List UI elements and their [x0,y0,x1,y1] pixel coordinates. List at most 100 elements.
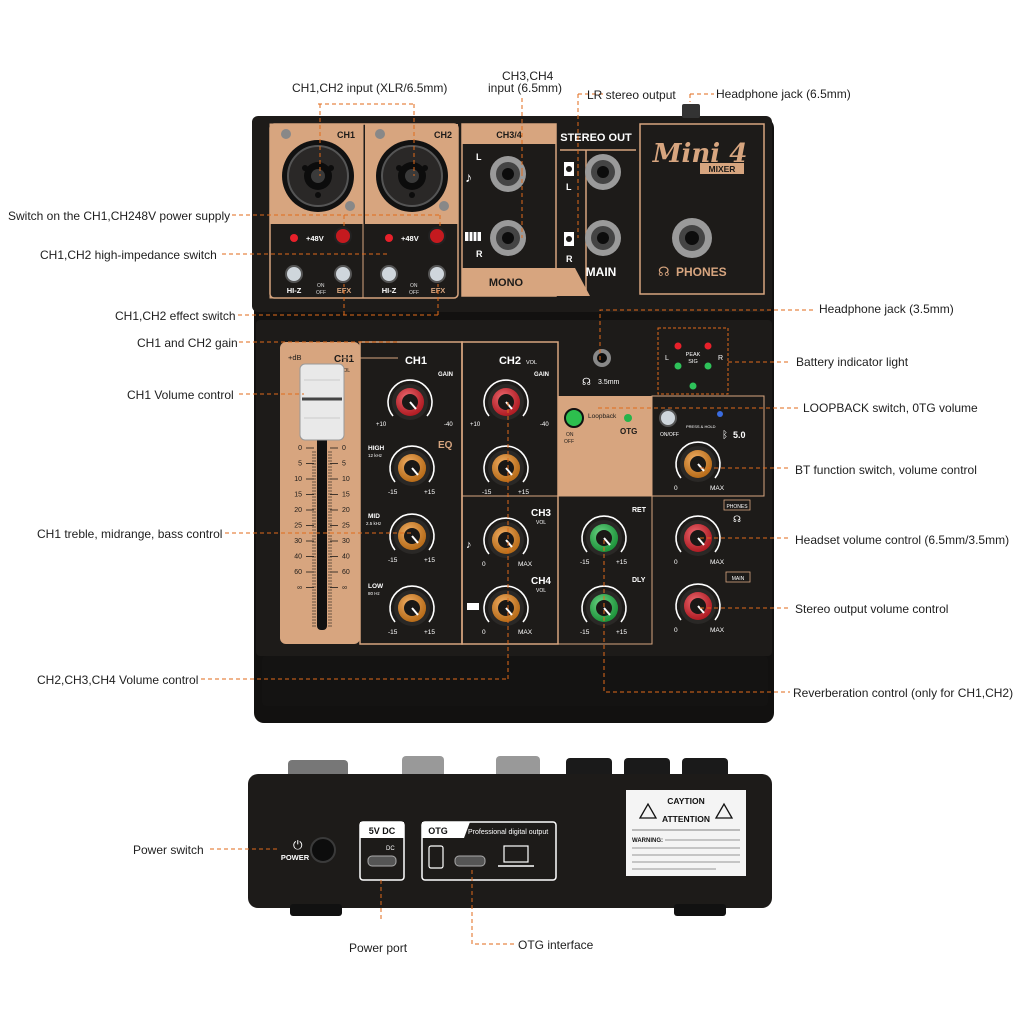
otg-led [624,414,632,422]
fader-scale-left-8: 60 [294,569,302,576]
fader-scale-right-4: 20 [342,507,350,514]
mixer-rear-view: ⏻ POWER 5V DC DC OTG Professional digita… [248,756,772,916]
callout-phantom: Switch on the CH1,CH248V power supply [8,209,231,223]
ch4-jack[interactable] [490,220,526,256]
ch1-efx-button[interactable] [334,265,352,283]
power-port[interactable] [367,855,397,867]
headphones-small-icon: ☊ [582,377,591,388]
otg-desc-label: Professional digital output [468,829,548,836]
main-l-jack[interactable] [585,154,621,190]
battery-led-1 [674,342,682,350]
ch2-volume-knob-max-label: +15 [518,489,529,496]
fader-scale-right-2: 10 [342,476,350,483]
ch2-volume-knob[interactable] [483,445,529,486]
ch1-48v-switch[interactable] [334,227,352,245]
ret-knob[interactable] [581,515,627,556]
ch1-low-knob[interactable] [389,585,435,626]
ch1-volume-fader[interactable] [299,363,345,441]
ch1-mid-knob[interactable] [389,513,435,554]
ret-knob-min-label: -15 [580,559,590,566]
phones-volume-knob[interactable] [675,515,721,556]
fader-scale-left-1: 5 [298,461,302,468]
fader-scale-left-5: 25 [294,523,302,530]
ch2-combo-jack[interactable] [376,140,448,212]
ch1-efx-off-label: OFF [316,290,326,296]
bt-version-label: 5.0 [733,430,746,440]
callout-gain: CH1 and CH2 gain [137,336,238,350]
bt-onoff-button[interactable] [659,409,677,427]
stereo-out-label: STEREO OUT [560,132,632,144]
bt-led [717,411,723,417]
ch3-volume-knob-min-label: 0 [482,561,486,568]
otg-port[interactable] [454,855,486,867]
dly-knob[interactable] [581,585,627,626]
ch2-efx-button[interactable] [428,265,446,283]
ch3-jack[interactable] [490,156,526,192]
ch1-strip-label: CH1 [405,355,427,367]
ch1-combo-jack[interactable] [282,140,354,212]
ch2-hiz-button[interactable] [380,265,398,283]
bluetooth-icon: ᛒ [722,430,728,441]
ch1-low-knob-max-label: +15 [424,629,435,636]
ch1-gain-max: -40 [444,422,453,428]
knob-group: -15+15-15+15-15+150MAX-15+150MAX0MAX-15+… [387,379,725,636]
fader-scale-right-9: ∞ [342,585,347,592]
bt-volume-knob-min-label: 0 [674,485,678,492]
attention-title: ATTENTION [662,814,710,824]
main-r-jack[interactable] [585,220,621,256]
ch34-r-label: R [476,249,483,259]
ch1-header-label: CH1 [337,130,355,140]
callout-ch234: CH2,CH3,CH4 Volume control [37,673,199,687]
bt-press-label: PRESS & HOLD [686,424,716,429]
main-out-label: MAIN [586,265,617,279]
guitar-icon: ♪ [465,169,472,185]
ch1-efx-on-label: ON [317,283,325,289]
callout-ch34-input-line2: input (6.5mm) [488,81,563,95]
peak-label: PEAK [686,352,701,358]
callout-headset: Headset volume control (6.5mm/3.5mm) [795,533,1010,547]
callout-ch12-input: CH1,CH2 input (XLR/6.5mm) [292,81,448,95]
ch1-hiz-button[interactable] [285,265,303,283]
phones-35-jack[interactable] [593,349,611,367]
loopback-label: Loopback [588,413,617,420]
ch2-gain-knob[interactable] [483,379,529,420]
ch1-high-knob-min-label: -15 [388,489,398,496]
keyboard-icon [465,232,481,241]
phones-65-jack[interactable] [672,218,712,258]
phones-headphones-icon: ☊ [733,514,741,524]
low-freq-label: 80 Hz [368,591,381,596]
ch4-volume-knob[interactable] [483,585,529,626]
fader-scale-right-6: 30 [342,538,350,545]
battery-led-4 [704,362,712,370]
ch2-efx-off-label: OFF [409,290,419,296]
ch4-strip-label: CH4 [531,576,551,587]
main-volume-knob[interactable] [675,583,721,624]
power-icon: ⏻ [293,838,303,852]
battery-led-2 [704,342,712,350]
ch4-volume-knob-min-label: 0 [482,629,486,636]
ch1-gain-knob[interactable] [387,379,433,420]
fader-scale-left-4: 20 [294,507,302,514]
loopback-switch[interactable] [564,408,584,428]
warning-title: WARNING: [632,838,663,844]
fader-scale-right-0: 0 [342,445,346,452]
mixer-top-view: CH1 CH2 +48V +48V [252,104,774,723]
eq-label: EQ [438,440,453,451]
ch3-guitar-icon: ♪ [466,539,472,551]
ch2-gain-label: GAIN [534,372,549,378]
otg-title-label: OTG [428,826,448,836]
ch2-48v-switch[interactable] [428,227,446,245]
power-switch[interactable] [310,837,336,863]
dc-title-label: 5V DC [369,826,396,836]
ch1-high-knob[interactable] [389,445,435,486]
mono-label: MONO [489,277,524,289]
ch1-48v-label: +48V [306,234,324,243]
battery-led-3 [674,362,682,370]
ch2-gain-min: +10 [470,422,481,428]
headphones-icon: ☊ [658,264,670,279]
caution-title: CAYTION [667,796,704,806]
loopback-off-label: OFF [564,439,574,445]
ch3-volume-knob[interactable] [483,517,529,558]
dc-label: DC [386,846,395,852]
